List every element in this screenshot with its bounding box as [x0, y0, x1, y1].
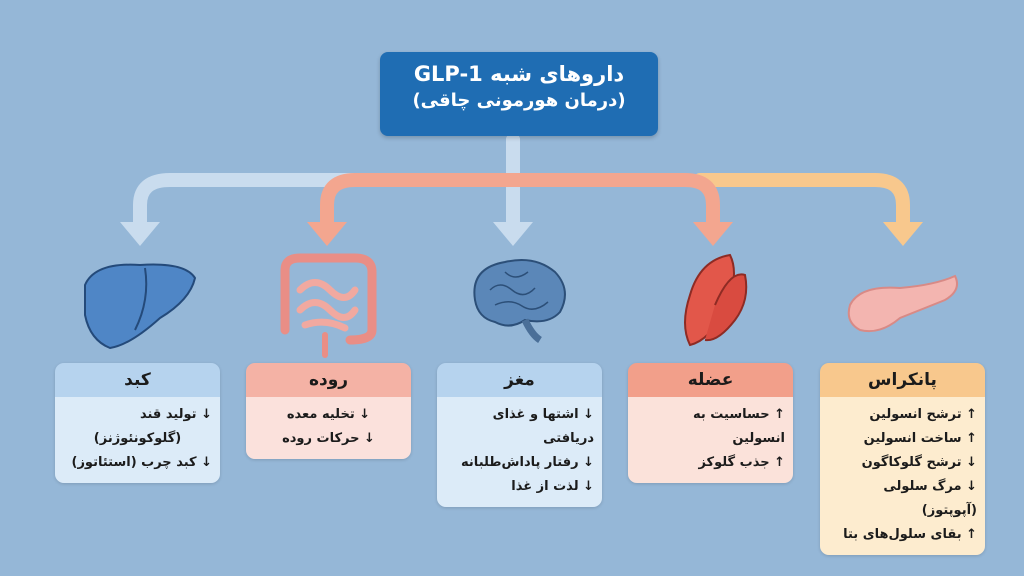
effect-item: ↓ ترشح گلوکاگون — [861, 455, 977, 470]
arrowhead-pancreas — [883, 222, 923, 246]
arrowhead-intestine — [307, 222, 347, 246]
muscle-icon — [684, 253, 748, 347]
effect-item: ↓ رفتار پاداش‌طلبانه — [461, 455, 594, 470]
effect-item: ↓ تولید قند — [139, 407, 212, 422]
effect-item: ↑ بقای سلول‌های بتا — [843, 527, 977, 542]
effect-item: ↓ لذت از غذا — [511, 479, 594, 494]
card-title: روده — [246, 363, 411, 397]
brain-icon — [473, 259, 566, 343]
intestine-card: روده ↓ تخلیه معده ↓ حرکات روده — [246, 363, 411, 459]
effect-item: ↑ حساسیت به انسولین — [692, 407, 785, 446]
effect-item: (گلوکونئوژنز) — [93, 431, 182, 446]
liver-icon — [84, 263, 197, 350]
pancreas-card: پانکراس ↑ ترشح انسولین ↑ ساخت انسولین ↓ … — [820, 363, 985, 555]
effect-item: ↓ مرگ سلولی (آپوپتوز) — [883, 479, 977, 518]
card-title: کبد — [55, 363, 220, 397]
arrow-liver — [133, 133, 520, 232]
effect-item: ↑ جذب گلوکز — [698, 455, 785, 470]
card-title: مغز — [437, 363, 602, 397]
card-title: عضله — [628, 363, 793, 397]
liver-card: کبد ↓ تولید قند (گلوکونئوژنز) ↓ کبد چرب … — [55, 363, 220, 483]
title-line2: (درمان هورمونی چاقی) — [412, 90, 626, 111]
brain-card: مغز ↓ اشتها و غذای دریافتی ↓ رفتار پاداش… — [437, 363, 602, 507]
pancreas-icon — [847, 274, 958, 333]
effect-item: ↑ ترشح انسولین — [869, 407, 977, 422]
effect-item: ↓ تخلیه معده — [286, 407, 371, 422]
arrow-muscle — [506, 173, 720, 232]
title-box: داروهای شبه GLP-1 (درمان هورمونی چاقی) — [380, 52, 658, 136]
title-line1: داروهای شبه GLP-1 — [413, 62, 625, 86]
arrowhead-brain — [493, 222, 533, 246]
arrowhead-liver — [120, 222, 160, 246]
muscle-card: عضله ↑ حساسیت به انسولین ↑ جذب گلوکز — [628, 363, 793, 483]
effect-item: ↓ حرکات روده — [282, 431, 375, 446]
effect-item: ↓ کبد چرب (استئاتوز) — [71, 455, 213, 470]
card-title: پانکراس — [820, 363, 985, 397]
arrow-intestine — [320, 173, 520, 232]
arrow-peach-pancreas — [693, 173, 910, 232]
arrowhead-muscle — [693, 222, 733, 246]
intestine-icon — [280, 253, 377, 358]
effect-item: ↓ اشتها و غذای دریافتی — [492, 407, 594, 446]
effect-item: ↑ ساخت انسولین — [863, 431, 977, 446]
